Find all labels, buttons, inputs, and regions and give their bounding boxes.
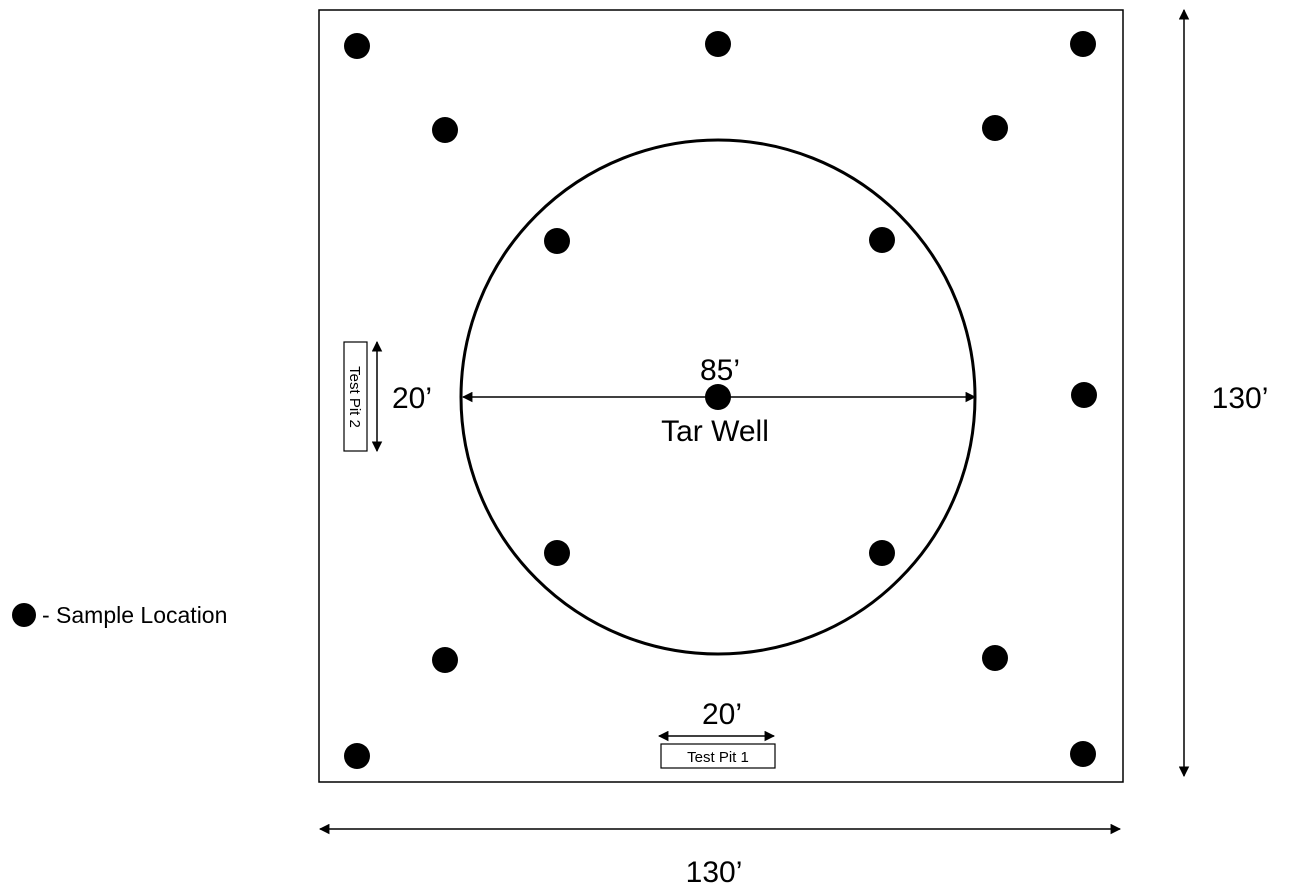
sample-location-dot	[1071, 382, 1097, 408]
sample-location-dot	[432, 647, 458, 673]
sample-location-dot	[432, 117, 458, 143]
sample-location-dot	[544, 540, 570, 566]
test-pit-2-length-label: 20’	[392, 382, 432, 415]
site-boundary	[318, 9, 1124, 783]
sample-location-dot	[344, 33, 370, 59]
sample-location-dot	[1070, 741, 1096, 767]
sample-location-dot	[869, 227, 895, 253]
test-pit-1-box	[660, 743, 776, 769]
sample-location-dot	[544, 228, 570, 254]
tar-well-label: Tar Well	[661, 415, 769, 448]
legend-label: - Sample Location	[42, 602, 227, 628]
sample-location-dot	[344, 743, 370, 769]
test-pit-1-length-label: 20’	[702, 698, 742, 731]
legend: - Sample Location	[12, 602, 227, 628]
diameter-label: 85’	[700, 354, 740, 387]
legend-sample-dot	[12, 603, 36, 627]
sample-location-dot	[1070, 31, 1096, 57]
sample-location-dot	[705, 384, 731, 410]
sample-location-dot	[982, 115, 1008, 141]
test-pit-1-label: Test Pit 1	[687, 749, 749, 766]
height-dimension-label: 130’	[1212, 382, 1269, 415]
test-pit-2-label: Test Pit 2	[346, 366, 363, 428]
sample-locations	[344, 31, 1097, 769]
width-dimension-label: 130’	[686, 856, 743, 889]
sample-location-dot	[982, 645, 1008, 671]
sample-location-dot	[869, 540, 895, 566]
sample-location-dot	[705, 31, 731, 57]
test-pit-2-box	[343, 341, 368, 452]
